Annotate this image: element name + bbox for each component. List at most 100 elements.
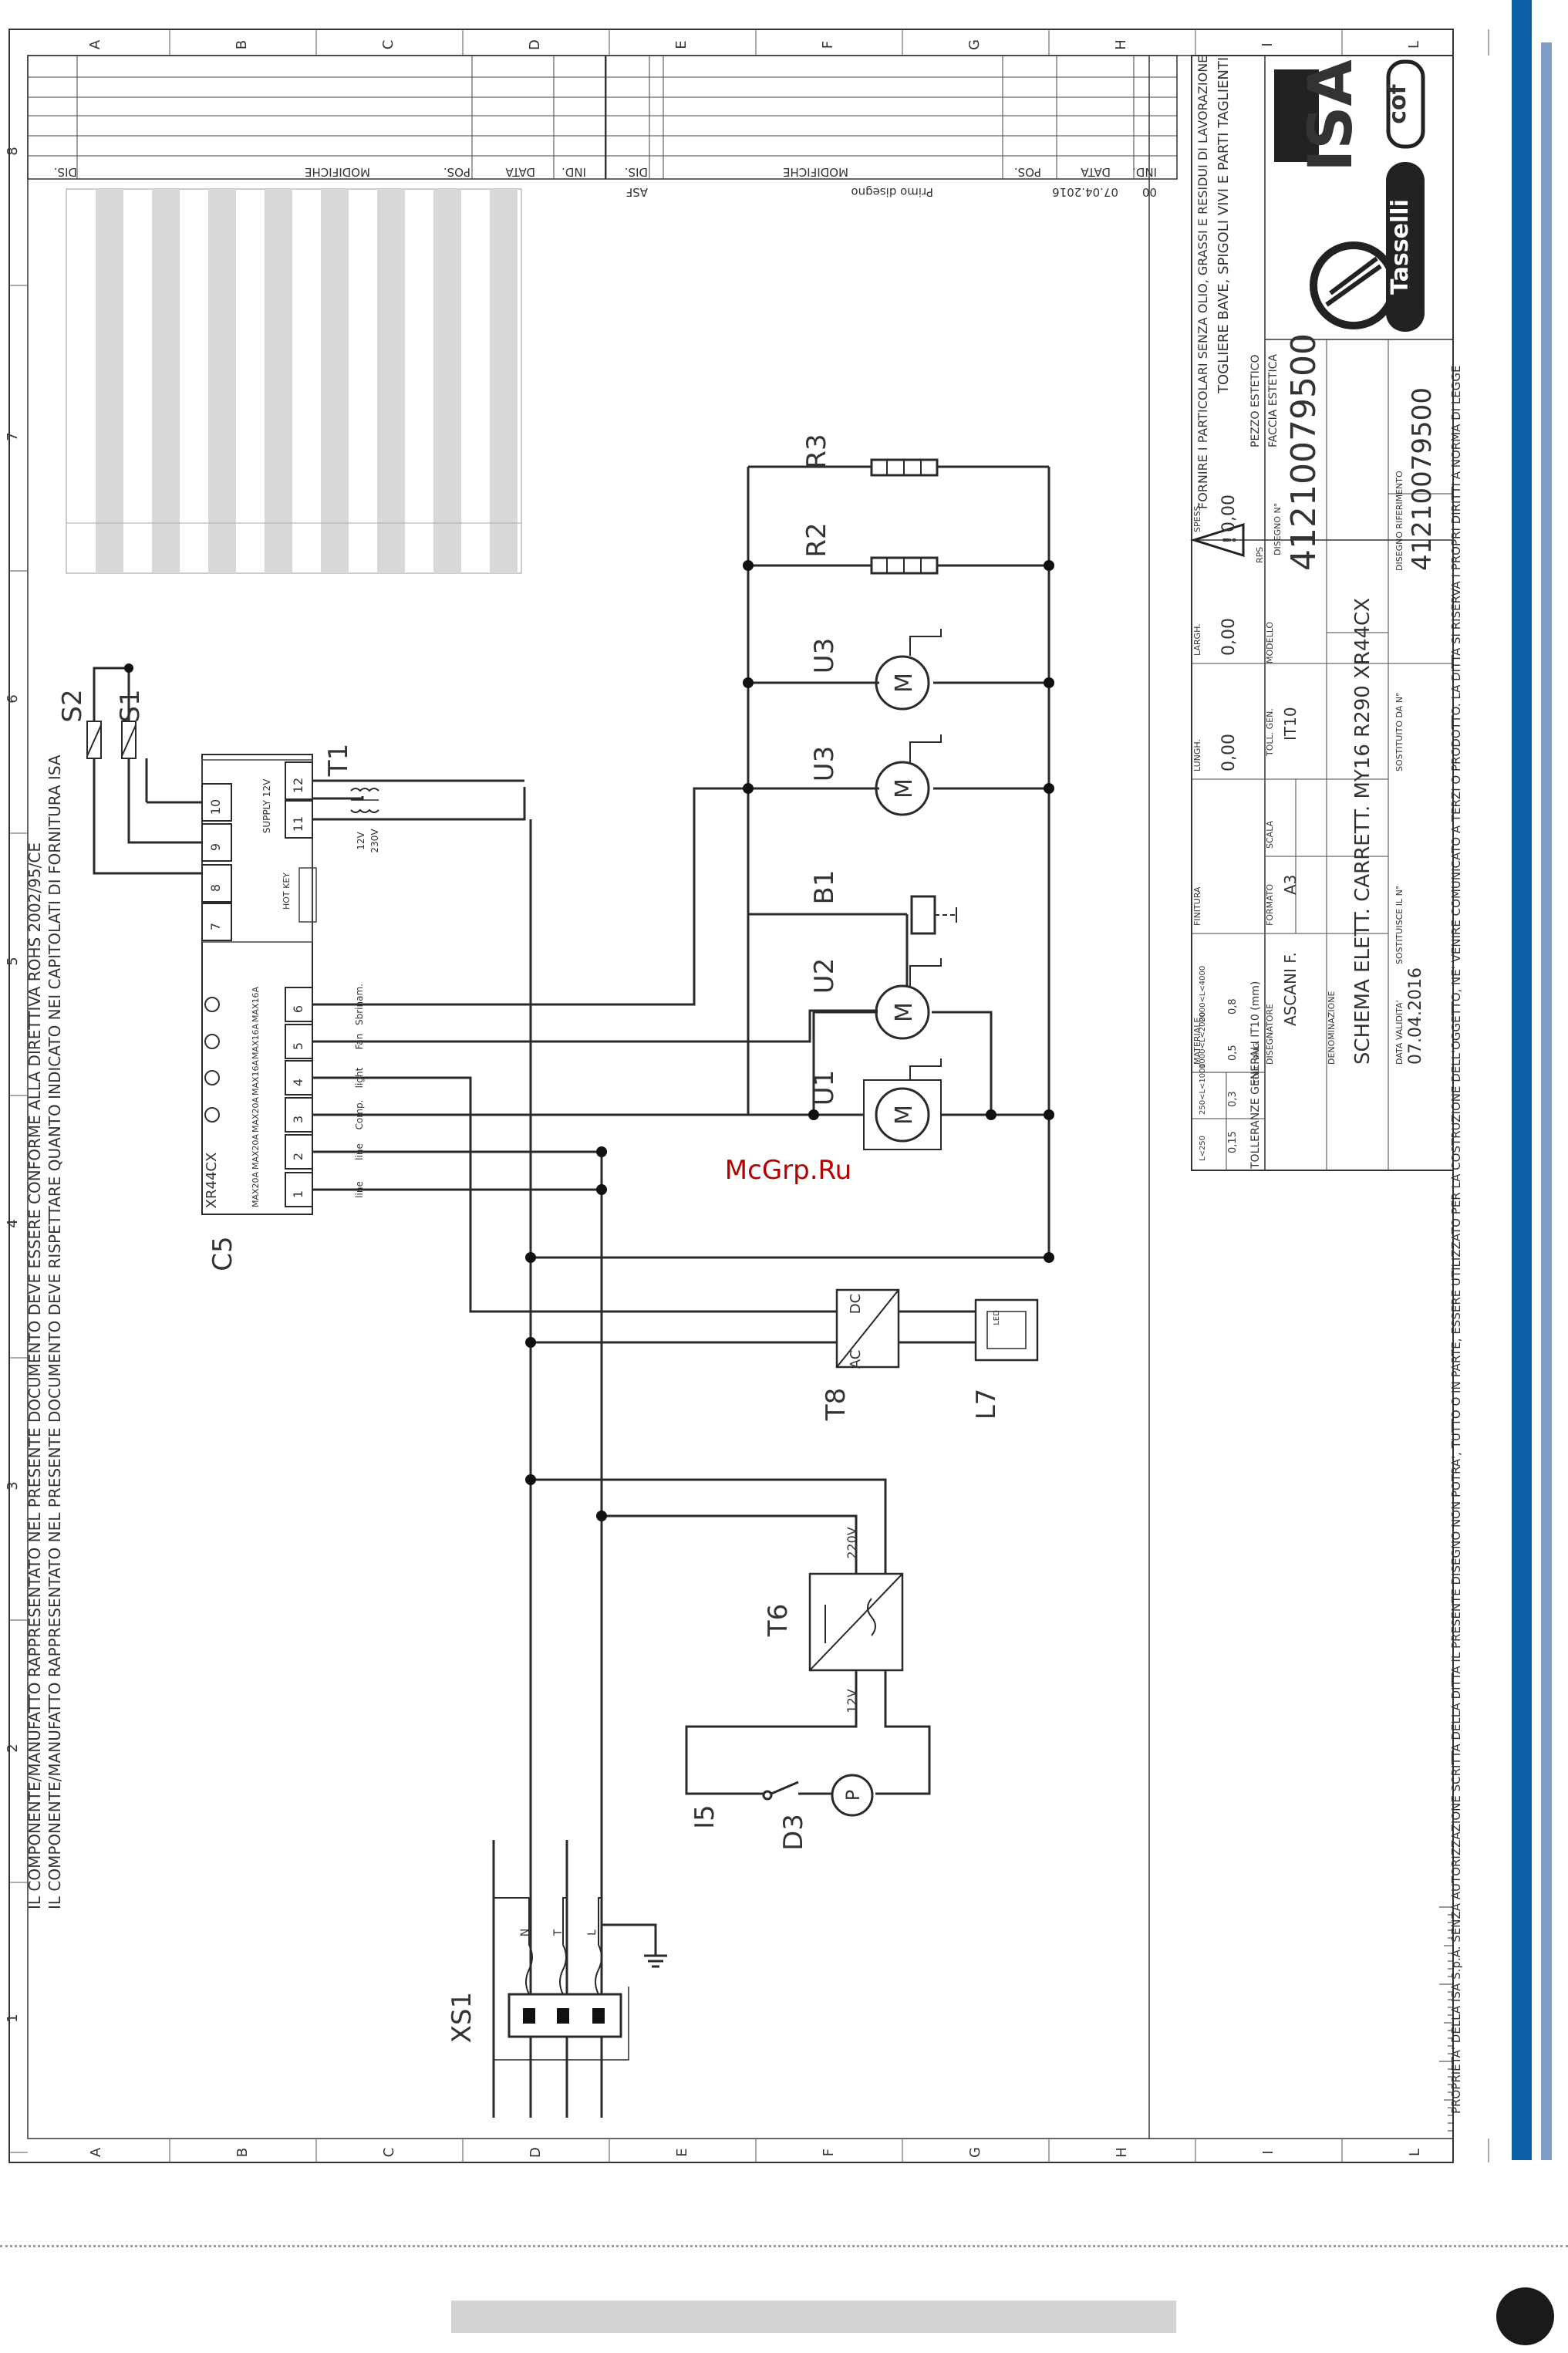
- xs1-n: N: [519, 1929, 531, 1936]
- label-c5: C5: [207, 1236, 238, 1271]
- title-disegno-rif: 41210079500: [1407, 387, 1438, 571]
- title-modello-label: MODELLO: [1265, 622, 1275, 663]
- terminal-number: 9: [208, 843, 223, 851]
- property-notice: PROPRIETA' DELLA ISA S.p.A. SENZA AUTORI…: [1449, 366, 1463, 2114]
- solenoid-b1: [910, 895, 957, 935]
- grid-col-label: 2: [5, 1744, 21, 1752]
- label-b1: B1: [809, 870, 840, 905]
- title-spess: 0,00: [1219, 495, 1239, 532]
- controller-model: XR44CX: [204, 1153, 220, 1209]
- title-estetico-2: FACCIA ESTETICA: [1267, 354, 1280, 447]
- terminal-number: 10: [208, 799, 223, 815]
- output-label: line: [354, 1143, 365, 1160]
- label-d3: D3: [778, 1814, 809, 1851]
- terminal-number: 6: [291, 1005, 305, 1013]
- label-t6: T6: [763, 1604, 794, 1637]
- controller-supply: SUPPLY 12V: [261, 778, 272, 833]
- grid-row-label: C: [380, 40, 396, 50]
- grid-col-label: 7: [5, 432, 21, 441]
- page-divider: [0, 2245, 1568, 2247]
- output-label: Fan: [354, 1034, 365, 1050]
- label-r2: R2: [801, 522, 832, 557]
- side-blue-bar-light: [1541, 42, 1552, 2160]
- title-spess-label: SPESS.: [1192, 503, 1202, 532]
- title-sostituito-label: SOSTITUITO DA N°: [1394, 692, 1404, 771]
- title-lungh: 0,00: [1219, 734, 1239, 771]
- label-u2: U2: [809, 958, 840, 994]
- title-largh-label: LARGH.: [1192, 623, 1202, 656]
- title-toll-ang: TOLL. ANG.: [1253, 1040, 1261, 1085]
- cof-logo: [1386, 59, 1425, 149]
- title-largh: 0,00: [1219, 618, 1239, 656]
- title-designatore: ASCANI F.: [1281, 952, 1300, 1026]
- title-disegno-rif-label: DISEGNO RIFERIMENTO: [1394, 471, 1404, 571]
- label-t8: T8: [821, 1388, 851, 1421]
- terminal-number: 12: [291, 778, 305, 793]
- toll-range: 2000<L<4000: [1199, 966, 1207, 1022]
- title-block-texts: FORNIRE I PARTICOLARI SENZA OLIO, GRASSI…: [1192, 56, 1438, 1170]
- relay-label: MAX20A: [251, 1171, 261, 1207]
- scale-ruler: [1439, 1906, 1453, 2139]
- output-label: light: [354, 1067, 365, 1088]
- output-label: line: [354, 1181, 365, 1198]
- grid-row-label: B: [234, 2148, 251, 2157]
- toll-value: 0,8: [1227, 998, 1239, 1014]
- converter-t8: [835, 1288, 900, 1369]
- t1-230v: 230V: [369, 829, 380, 853]
- rev-header-pos: POS.: [443, 165, 470, 179]
- note-capitolati: IL COMPONENTE/MANUFATTO RAPPRESENTATO NE…: [46, 755, 64, 1909]
- grid-row-label: F: [821, 2149, 837, 2156]
- label-r3: R3: [801, 434, 832, 468]
- rev-row-ind: 00: [1142, 185, 1157, 199]
- isa-logo-square: [1274, 69, 1319, 162]
- l7-led: LED: [993, 1310, 1001, 1325]
- transformer-t6: [808, 1572, 904, 1672]
- brand-isa: ISA: [1297, 59, 1366, 172]
- parts-list-stripes: [66, 188, 522, 574]
- motor-u1: [863, 1058, 942, 1150]
- svg-text:P: P: [842, 1790, 864, 1801]
- title-toll-gen: IT10: [1281, 707, 1300, 741]
- output-icon: [204, 1034, 220, 1049]
- title-scala-label: SCALA: [1265, 820, 1275, 849]
- output-icon: [204, 1070, 220, 1085]
- xs1-t: T: [552, 1929, 565, 1936]
- switch-i5: [744, 1781, 833, 1801]
- controller-labels: 123456789101112linelineComp.lightFanSbri…: [204, 778, 380, 1209]
- rev-header-ind-2: IND.: [1132, 165, 1157, 179]
- grid-col-label: 4: [5, 1219, 21, 1227]
- wiring: [86, 465, 1050, 2118]
- grid-row-label: D: [528, 2147, 544, 2158]
- terminal-number: 1: [291, 1190, 305, 1198]
- toll-range: 250<L<1000: [1199, 1063, 1207, 1115]
- grid-row-label: F: [820, 41, 836, 49]
- resistor-r2: [870, 556, 939, 575]
- label-u1: U1: [809, 1070, 840, 1106]
- label-u3-top: U3: [809, 638, 840, 674]
- title-warning-2: TOGLIERE BAVE, SPIGOLI VIVI E PARTI TAGL…: [1216, 57, 1232, 394]
- output-label: Sbrinam.: [354, 984, 365, 1025]
- plug-xs1: [493, 1897, 629, 2061]
- grid-row-label: H: [1114, 2147, 1130, 2158]
- motor-u3-top: [875, 629, 942, 711]
- toll-value: 0,5: [1227, 1045, 1239, 1061]
- title-finitura-label: FINITURA: [1192, 886, 1202, 926]
- output-label: Comp.: [354, 1100, 365, 1130]
- title-tolleranze: TOLLERANZE GENERALI IT10 (mm): [1249, 981, 1262, 1170]
- terminal-number: 8: [208, 884, 223, 892]
- grid-row-label: I: [1259, 42, 1276, 46]
- motor-u2: [875, 958, 942, 1040]
- rev-header-modifiche: MODIFICHE: [305, 165, 370, 179]
- terminal-number: 7: [208, 923, 223, 930]
- relay-label: MAX16A: [251, 1059, 261, 1095]
- relay-label: MAX16A: [251, 1023, 261, 1059]
- brand-tasselli: Tasselli: [1387, 199, 1414, 295]
- grid-row-label: E: [673, 40, 690, 49]
- label-xs1: XS1: [447, 1992, 477, 2044]
- rev-header-dis-2: DIS.: [625, 165, 648, 179]
- title-data-validita: 07.04.2016: [1406, 967, 1425, 1065]
- terminal-number: 11: [291, 816, 305, 832]
